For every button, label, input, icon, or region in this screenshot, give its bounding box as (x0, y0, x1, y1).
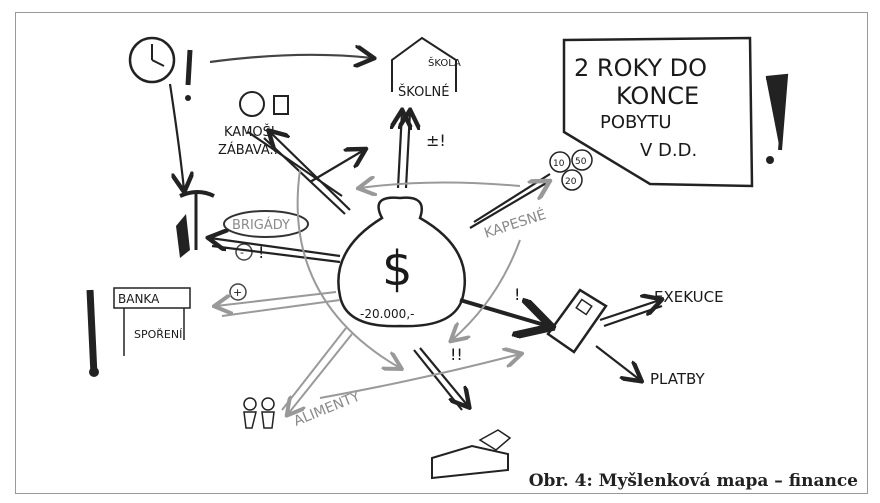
note-line-3: POBYTU (600, 112, 672, 133)
bank-label: BANKA (118, 292, 160, 306)
grey-arrows (216, 169, 520, 414)
double-excl: !! (450, 345, 463, 364)
phone-excl: ! (514, 285, 520, 304)
money-bag-symbol: $ (382, 241, 413, 297)
brigady-label: BRIGÁDY (232, 217, 290, 233)
execution-label: EXEKUCE (654, 288, 724, 306)
money-bag-icon: $ -20.000,- (337, 196, 467, 328)
note-line-1: 2 ROKY DO (574, 54, 707, 82)
minus-mark: - (240, 246, 244, 259)
mind-map-frame (15, 12, 868, 494)
svg-text:20: 20 (565, 177, 577, 187)
payments-label: PLATBY (650, 370, 705, 388)
dark-arrows (168, 55, 662, 410)
note-box: 2 ROKY DO KONCE POBYTU V D.D. (562, 36, 754, 188)
plus-minus-mark: ±! (426, 131, 446, 150)
note-line-2: KONCE (616, 82, 699, 110)
school-icon: ŠKOLA (391, 36, 461, 92)
brigady-oval (223, 210, 309, 238)
bank-sign (86, 287, 191, 377)
svg-text:50: 50 (575, 157, 587, 167)
phone-icon (546, 288, 608, 354)
school-roof-label: ŠKOLA (428, 56, 461, 69)
savings-label: SPOŘENÍ (134, 328, 182, 341)
note-line-4: V D.D. (640, 140, 697, 161)
friends-icon (239, 91, 289, 117)
people-icon (243, 397, 275, 429)
school-fee-label: ŠKOLNÉ (398, 84, 449, 100)
figure-caption: Obr. 4: Myšlenková mapa – finance (528, 471, 858, 491)
friends-label-2: ZÁBAVA.. (218, 142, 278, 158)
shovel-pickaxe-icon (176, 190, 215, 258)
svg-text:10: 10 (553, 159, 565, 169)
coins-icon: 10 50 20 (549, 149, 593, 191)
clock-icon (128, 36, 193, 101)
plus-mark: + (233, 286, 242, 299)
cash-register-icon (431, 429, 512, 480)
note-exclamation (765, 73, 789, 151)
money-amount: -20.000,- (360, 307, 414, 321)
